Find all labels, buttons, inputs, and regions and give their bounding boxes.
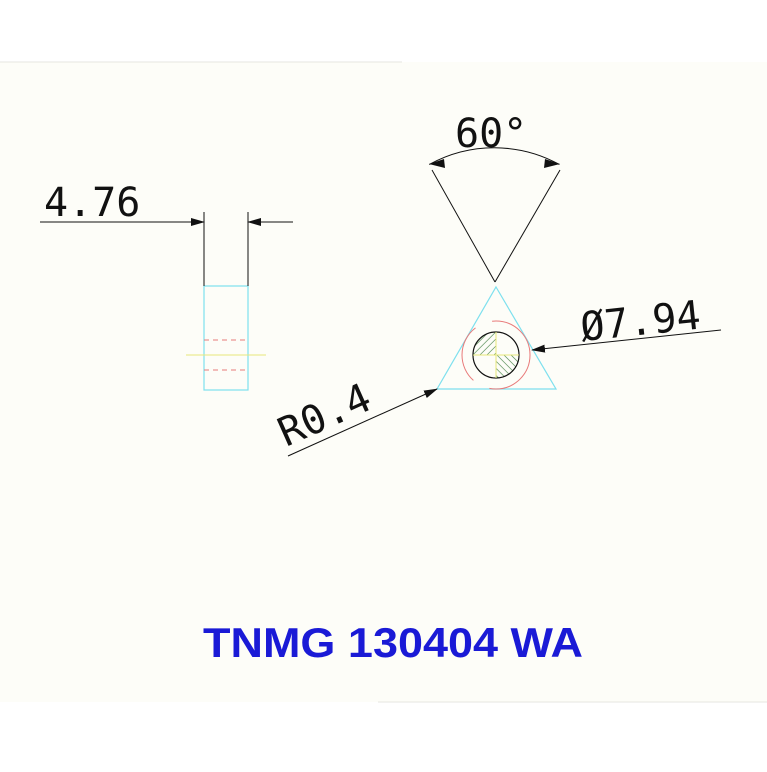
radius-leader — [287, 388, 438, 457]
angle-arrow-left — [429, 159, 445, 168]
diameter-leader — [531, 329, 722, 353]
angle-extension-line — [431, 169, 496, 283]
side-view: 4.76 — [40, 180, 293, 391]
angle-dimension: 60° — [455, 111, 527, 157]
thickness-dimension: 4.76 — [44, 180, 140, 226]
angle-extension-line — [494, 169, 561, 283]
part-number-title: TNMG 130404 WA — [203, 619, 583, 666]
insert-side-profile — [203, 285, 249, 391]
angle-arrow-right — [544, 159, 560, 168]
inscribed-circle — [461, 320, 531, 390]
angle-arc — [429, 147, 560, 165]
hole-section-hatch — [496, 355, 519, 378]
paper-sheet — [0, 62, 767, 702]
hole-section-hatch — [473, 332, 496, 355]
